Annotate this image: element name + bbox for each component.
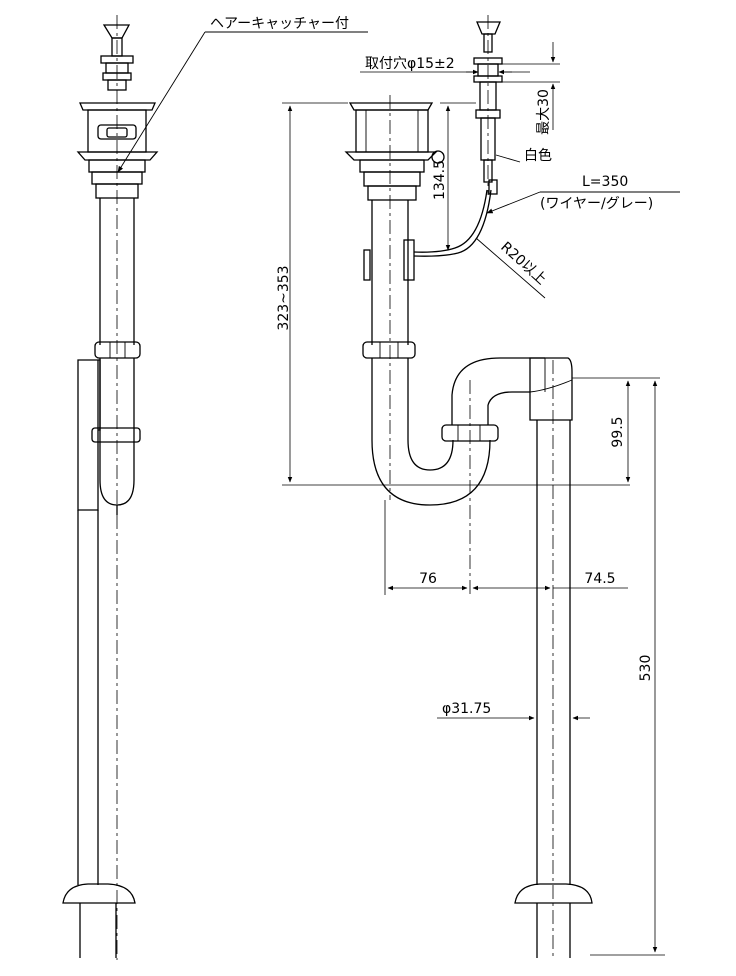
mount-hole-callout: 取付穴φ15±2 [360, 56, 530, 75]
dim-overall-height: 323~353 [276, 102, 630, 486]
trap-top-bend [451, 357, 545, 396]
dim-134-5-label: 134.5 [432, 160, 448, 200]
dim-horizontal-offsets: 76 74.5 [384, 500, 628, 595]
slip-nut [94, 341, 141, 359]
drain-flange-front [348, 102, 434, 111]
wire-description-label: (ワイヤー/グレー) [540, 196, 653, 212]
front-view [344, 15, 593, 960]
max-30-label: 最大30 [536, 89, 552, 135]
white-color-label: 白色 [524, 147, 552, 164]
trap-bend-side [99, 358, 135, 506]
stopper-knob [102, 24, 131, 39]
dim-pipe-diameter: φ31.75 [437, 701, 590, 721]
wire-length-label: L=350 [582, 174, 628, 190]
floor-flange-front [514, 883, 593, 904]
side-view [62, 15, 159, 960]
dim-99-5-label: 99.5 [610, 416, 626, 447]
pipe-diameter-label: φ31.75 [442, 701, 491, 717]
dim-530-label: 530 [638, 655, 654, 682]
trap-outlet-side [77, 359, 99, 511]
u-bend-outer [371, 439, 491, 506]
dim-74-5-label: 74.5 [584, 571, 615, 587]
dim-99-5: 99.5 [572, 377, 660, 483]
max-30-dim: 最大30 [500, 42, 560, 135]
popup-knob [476, 21, 501, 35]
hair-catcher-label: ヘアーキャッチャー付 [210, 16, 349, 32]
drain-flange [79, 102, 156, 111]
slip-nut-front [362, 341, 416, 359]
dim-134-5: 134.5 [432, 102, 476, 251]
mount-hole-label: 取付穴φ15±2 [365, 56, 455, 72]
dim-530: 530 [590, 380, 665, 956]
dim-76-label: 76 [419, 571, 437, 587]
height-range-label: 323~353 [276, 265, 292, 330]
floor-flange-side [62, 883, 136, 904]
